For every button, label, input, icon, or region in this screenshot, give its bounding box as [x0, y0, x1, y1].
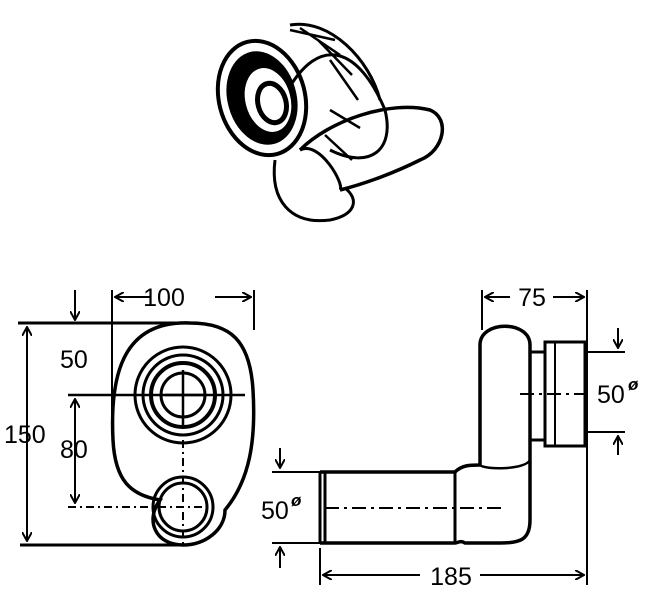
dim-center-distance: 80: [60, 436, 88, 464]
dim-length: 185: [430, 563, 472, 591]
diameter-symbol: ø: [628, 375, 639, 394]
dim-height: 150: [4, 421, 46, 449]
siphon-3d-illustration: [215, 22, 445, 223]
front-view: [18, 290, 256, 548]
dim-inlet-diameter: 50: [261, 497, 289, 525]
dim-outlet-depth: 75: [518, 284, 546, 312]
dim-width: 100: [143, 284, 185, 312]
dim-offset-top: 50: [60, 346, 88, 374]
dim-outlet-diameter: 50: [597, 381, 625, 409]
side-view: [272, 290, 625, 585]
diameter-symbol: ø: [291, 491, 302, 510]
